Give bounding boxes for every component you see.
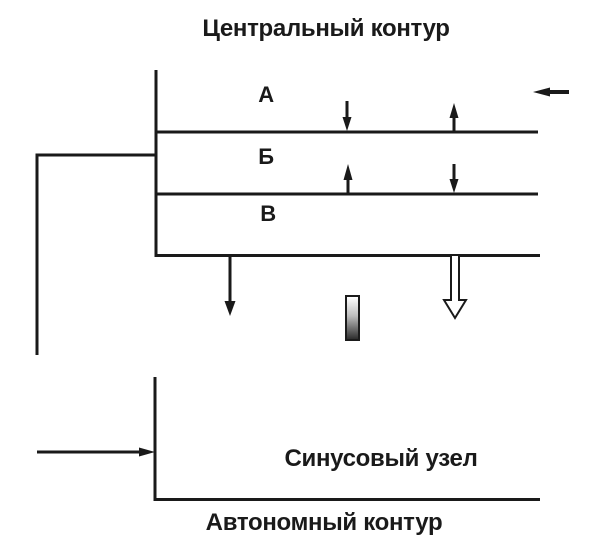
hollow-down-arrow-icon <box>442 256 468 320</box>
autonomous-loop-title: Автономный контур <box>205 509 443 536</box>
sinus-node-label: Синусовый узел <box>284 445 478 472</box>
arrow-b-down-icon <box>449 164 459 193</box>
central-loop-title: Центральный контур <box>202 15 450 42</box>
arrow-b-up-icon <box>343 164 353 193</box>
level-v-label: В <box>260 201 276 226</box>
gradient-bar <box>345 295 360 341</box>
level-a-label: А <box>258 82 274 107</box>
level-b-label: Б <box>258 144 274 169</box>
exit-down-arrow-icon <box>224 256 236 316</box>
arrow-a-up-icon <box>449 103 459 131</box>
arrow-a-down-icon <box>342 101 352 131</box>
input-left-arrow-icon <box>533 87 569 97</box>
left-connector-line <box>35 153 156 355</box>
input-right-arrow-icon <box>37 447 155 457</box>
autonomous-loop-corner-line <box>153 377 540 501</box>
